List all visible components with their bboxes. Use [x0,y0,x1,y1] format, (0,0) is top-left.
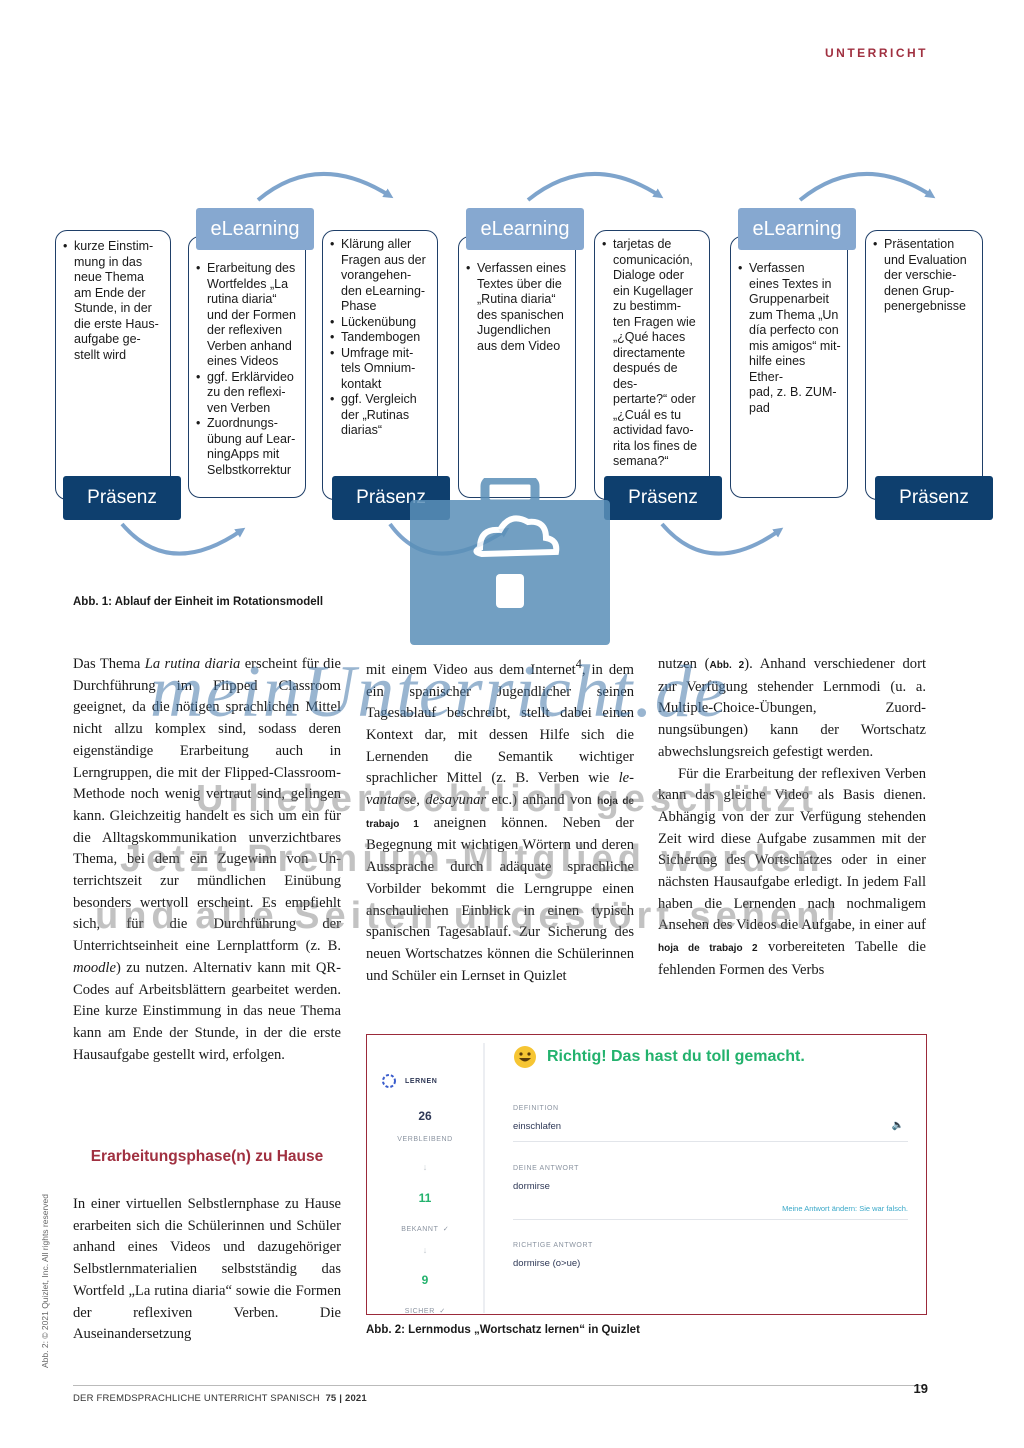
elearning-tag-1: eLearning [196,208,314,250]
arrow-top-1 [256,171,394,202]
phase-1-item: kurze Einstim- mung in das neue Thema am… [62,239,164,363]
article-column-2: mit einem Video aus dem Internet4, in de… [366,654,634,987]
known-label: BEKANNT [401,1226,439,1233]
phase-box-3: Klärung aller Fragen aus der vorangehen-… [322,230,438,500]
arrow-down-icon: ↓ [422,1245,428,1255]
quizlet-sidebar: LERNEN 26 VERBLEIBEND ↓ 11 BEKANNT ✓ ↓ 9… [367,1035,483,1314]
phase-1-list: kurze Einstim- mung in das neue Thema am… [56,231,170,363]
remaining-count: 26 [418,1109,432,1123]
phase-7-list: Präsentation und Evaluation der verschie… [866,231,982,315]
rotation-diagram: kurze Einstim- mung in das neue Thema am… [50,160,993,580]
phase-3-item: ggf. Vergleich der „Rutinas diarias“ [329,392,431,439]
remaining-label: VERBLEIBEND [397,1136,453,1143]
phase-5-item: tarjetas de comunicación, Dialoge oder e… [601,237,703,470]
smiley-icon [514,1046,536,1068]
figure-1-caption: Abb. 1: Ablauf der Einheit im Rotationsm… [73,596,324,608]
known-row: BEKANNT ✓ [367,1218,483,1236]
article-column-3: nutzen (Abb. 2). Anhand verschiedener do… [658,654,926,982]
phase-5-list: tarjetas de comunicación, Dialoge oder e… [595,231,709,470]
arrow-top-3 [798,171,936,202]
double-check-icon: ✓ [439,1308,446,1315]
learn-icon [382,1074,396,1088]
paragraph: Für die Erarbeitung der reflexiven Verbe… [658,765,926,978]
correct-value: dormirse (o>ue) [513,1258,581,1269]
paragraph: nutzen (Abb. 2). Anhand verschiedener do… [658,656,926,760]
sure-label: SICHER [404,1308,435,1315]
phase-6-item: Verfassen eines Textes in Gruppenarbeit … [737,261,841,416]
sure-count: 9 [421,1273,429,1287]
sure-row: SICHER ✓ [367,1300,483,1315]
phase-2-item: ggf. Erklärvideo zu den reflexi- ven Ver… [195,370,299,417]
phase-6-list: Verfassen eines Textes in Gruppenarbeit … [731,237,847,416]
phase-2-list: Erarbeitung des Wortfeldes „La rutina di… [189,237,305,478]
section-heading: Erarbeitungsphase(n) zu Hause [90,1148,324,1165]
arrow-down-icon: ↓ [422,1162,428,1172]
praesenz-tag-1: Präsenz [63,476,181,520]
phase-box-2: Erarbeitung des Wortfeldes „La rutina di… [188,236,306,498]
phase-3-item: Umfrage mit- tels Omnium- kontakt [329,346,431,393]
phase-3-list: Klärung aller Fragen aus der vorangehen-… [323,231,437,439]
article-column-1-continued: In einer virtuellen Selbstlernphase zu H… [73,1194,341,1346]
phase-box-1: kurze Einstim- mung in das neue Thema am… [55,230,171,500]
definition-label: DEFINITION [513,1105,559,1112]
praesenz-tag-2: Präsenz [332,476,450,520]
paragraph: In einer virtuellen Selbstlernphase zu H… [73,1196,341,1343]
footer-journal: DER FREMDSPRACHLICHE UNTERRICHT SPANISCH… [73,1393,367,1404]
figure-2-caption: Abb. 2: Lernmodus „Wortschatz lernen“ in… [366,1324,640,1336]
phase-box-4: Verfassen eines Textes über die „Rutina … [458,236,576,498]
check-icon: ✓ [442,1226,449,1233]
correct-label: RICHTIGE ANTWORT [513,1242,593,1249]
praesenz-tag-4: Präsenz [875,476,993,520]
quizlet-separator [483,1043,485,1313]
feedback-headline: Richtig! Das hast du toll gemacht. [513,1045,805,1069]
phase-4-item: Verfassen eines Textes über die „Rutina … [465,261,569,354]
journal-name: DER FREMDSPRACHLICHE UNTERRICHT SPANISCH [73,1393,320,1404]
phase-7-item: Präsentation und Evaluation der verschie… [872,237,976,315]
quizlet-screenshot: LERNEN 26 VERBLEIBEND ↓ 11 BEKANNT ✓ ↓ 9… [366,1034,927,1315]
phase-3-item: Tandembogen [329,330,431,346]
article-column-1: Das Thema La rutina diaria erscheint für… [73,654,341,1066]
page-number: 19 [913,1381,928,1396]
definition-value: einschlafen [513,1121,562,1132]
known-count: 11 [418,1191,432,1205]
image-copyright: Abb. 2: © 2021 Quizlet, Inc. All rights … [40,1194,50,1368]
praesenz-tag-3: Präsenz [604,476,722,520]
phase-3-item: Lückenübung [329,315,431,331]
speaker-icon[interactable]: 🔈 [891,1120,904,1131]
answer-label: DEINE ANTWORT [513,1165,580,1172]
phase-box-7: Präsentation und Evaluation der verschie… [865,230,983,500]
phase-box-5: tarjetas de comunicación, Dialoge oder e… [594,230,710,500]
paragraph: mit einem Video aus dem Internet4, in de… [366,657,634,984]
elearning-tag-2: eLearning [466,208,584,250]
phase-2-item: Erarbeitung des Wortfeldes „La rutina di… [195,261,299,370]
footer-rule [73,1385,927,1386]
quizlet-mode: LERNEN [381,1073,437,1089]
arrow-top-2 [526,171,664,202]
phase-3-item: Klärung aller Fragen aus der vorangehen-… [329,237,431,315]
elearning-tag-3: eLearning [738,208,856,250]
phase-2-item: Zuordnungs- übung auf Lear- ningApps mit… [195,416,299,478]
answer-value: dormirse [513,1181,550,1192]
arrow-bottom-2 [388,522,510,556]
mode-label: LERNEN [405,1077,438,1085]
divider [513,1219,908,1220]
phase-box-6: Verfassen eines Textes in Gruppenarbeit … [730,236,848,498]
arrow-bottom-3 [660,522,784,556]
change-answer-link[interactable]: Meine Antwort ändern: Sie war falsch. [782,1204,908,1213]
divider [513,1141,908,1142]
issue-number: 75 | 2021 [325,1393,367,1404]
paragraph: Das Thema La rutina diaria erscheint für… [73,656,341,1063]
headline-text: Richtig! Das hast du toll gemacht. [547,1048,805,1065]
arrow-bottom-1 [120,522,246,556]
phase-4-list: Verfassen eines Textes über die „Rutina … [459,237,575,354]
section-label: UNTERRICHT [825,46,928,60]
quizlet-main: Richtig! Das hast du toll gemacht. DEFIN… [499,1035,926,1314]
